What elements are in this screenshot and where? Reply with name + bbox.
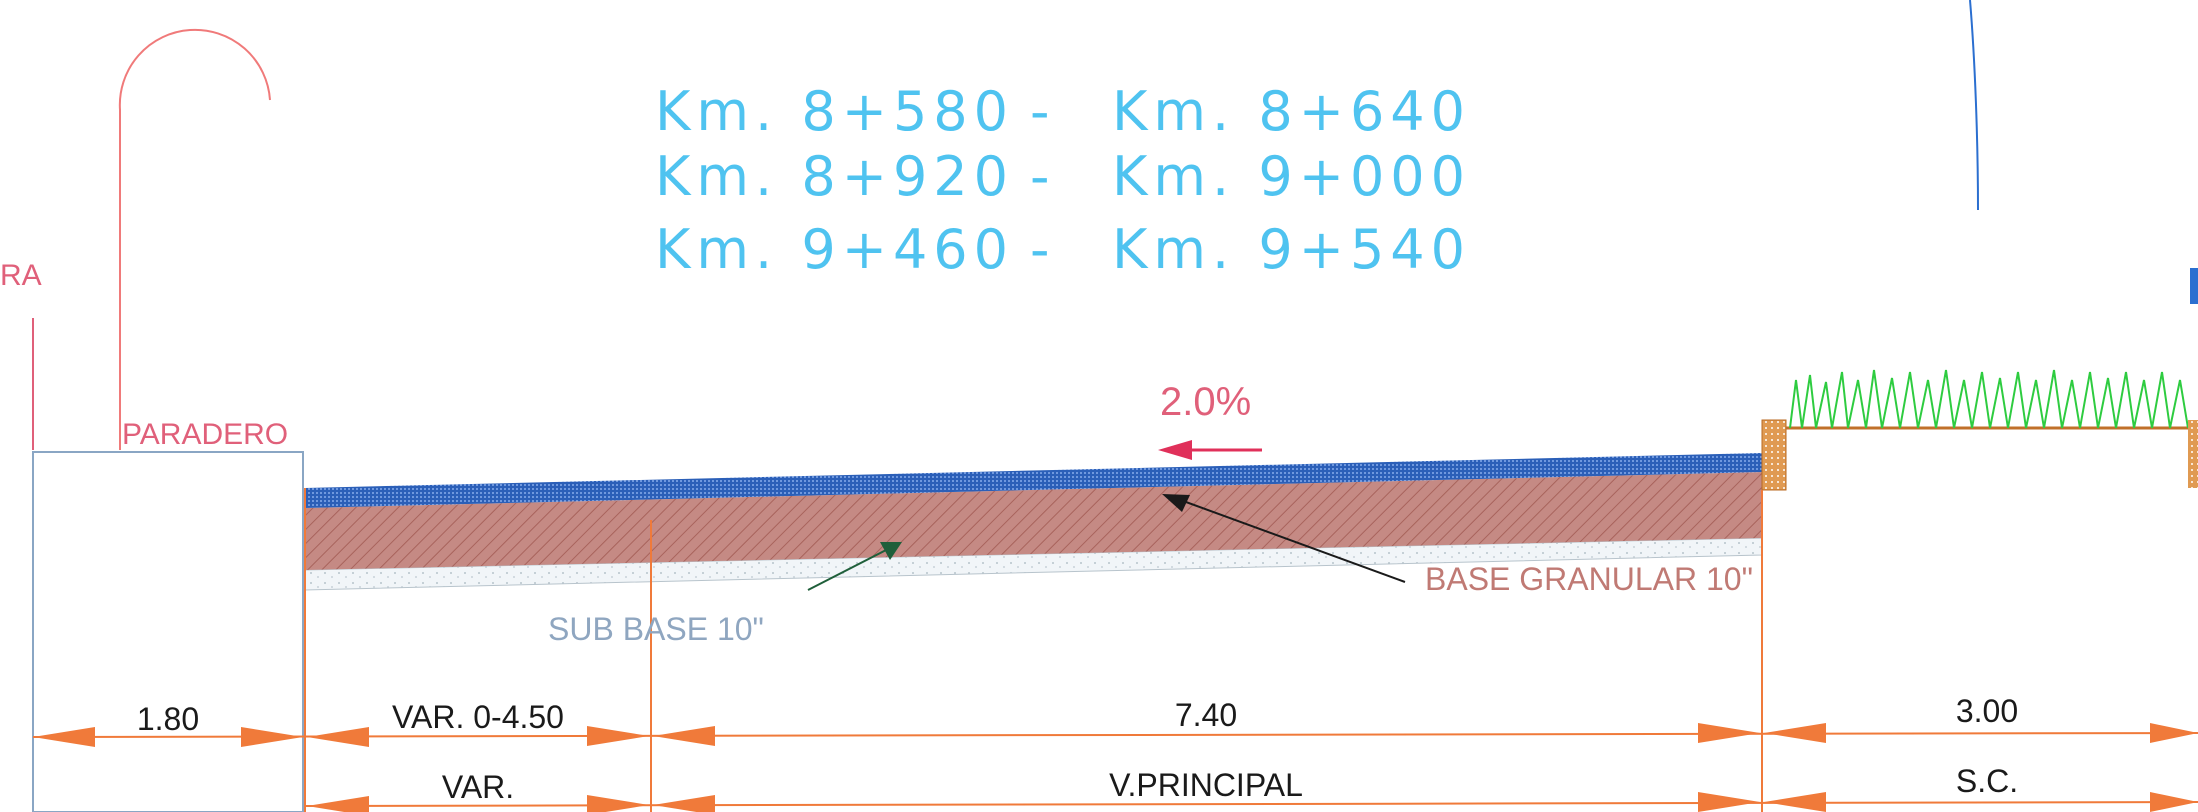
dimension-value: 1.80 <box>137 701 199 737</box>
dim-arrow <box>1698 792 1760 812</box>
dim-arrow <box>241 727 303 747</box>
station-to: Km. 8+640 <box>1112 80 1471 143</box>
slope-label: 2.0% <box>1160 380 1251 424</box>
paradero-pole <box>118 28 271 450</box>
asphalt-layer <box>305 453 1762 508</box>
station-to: Km. 9+540 <box>1112 218 1471 281</box>
dim-arrow <box>1764 723 1826 743</box>
paradero-label: PARADERO <box>122 418 288 451</box>
sub-base-leader-head <box>880 542 902 560</box>
base-granular-label: BASE GRANULAR 10" <box>1425 561 1753 597</box>
dimension-row-bottom: VAR. V.PRINCIPAL S.C. <box>304 763 2198 812</box>
segment-label: S.C. <box>1956 763 2018 799</box>
base-granular-leader-head <box>1162 494 1190 512</box>
left-edge-label: RA <box>0 259 42 292</box>
curb <box>1761 419 1787 491</box>
base-granular-layer <box>305 472 1762 570</box>
station-list: Km. 8+580 - Km. 8+640 Km. 8+920 - Km. 9+… <box>655 80 1471 281</box>
station-separator: - <box>1030 218 1056 281</box>
station-row-2: Km. 8+920 - Km. 9+000 <box>655 145 1471 208</box>
segment-label: VAR. <box>442 769 514 805</box>
grass <box>1789 369 2189 429</box>
station-from: Km. 8+580 <box>655 80 1014 143</box>
dim-arrow <box>33 727 95 747</box>
dim-arrow <box>653 795 715 812</box>
segment-label: V.PRINCIPAL <box>1109 767 1303 803</box>
dim-arrow <box>587 726 649 746</box>
dimension-value: 3.00 <box>1956 693 2018 729</box>
sub-base-label: SUB BASE 10" <box>548 611 764 647</box>
station-row-3: Km. 9+460 - Km. 9+540 <box>655 218 1471 281</box>
edge-mark <box>2190 268 2198 304</box>
station-separator: - <box>1030 80 1056 143</box>
base-granular-leader <box>1174 497 1406 583</box>
station-from: Km. 9+460 <box>655 218 1014 281</box>
dimension-value: VAR. 0-4.50 <box>392 699 564 735</box>
dim-arrow <box>1698 723 1760 743</box>
curb-right <box>2188 420 2198 488</box>
station-from: Km. 8+920 <box>655 145 1014 208</box>
dim-arrow <box>587 795 649 812</box>
station-to: Km. 9+000 <box>1112 145 1471 208</box>
dim-arrow <box>2150 792 2198 812</box>
dim-arrow <box>307 796 369 812</box>
dimension-row-top: 1.80 VAR. 0-4.50 7.40 3.00 <box>32 693 2198 747</box>
dim-arrow <box>307 727 369 747</box>
boundary-line <box>1969 0 1979 211</box>
station-row-1: Km. 8+580 - Km. 8+640 <box>655 80 1471 143</box>
slope-arrow-head <box>1158 440 1192 460</box>
paradero-platform <box>32 451 304 812</box>
sub-base-leader <box>807 547 891 591</box>
dim-arrow <box>2150 723 2198 743</box>
dim-arrow <box>1764 792 1826 812</box>
dim-arrow <box>653 726 715 746</box>
station-separator: - <box>1030 145 1056 208</box>
dimension-value: 7.40 <box>1175 697 1237 733</box>
dimension-line <box>32 732 2198 738</box>
